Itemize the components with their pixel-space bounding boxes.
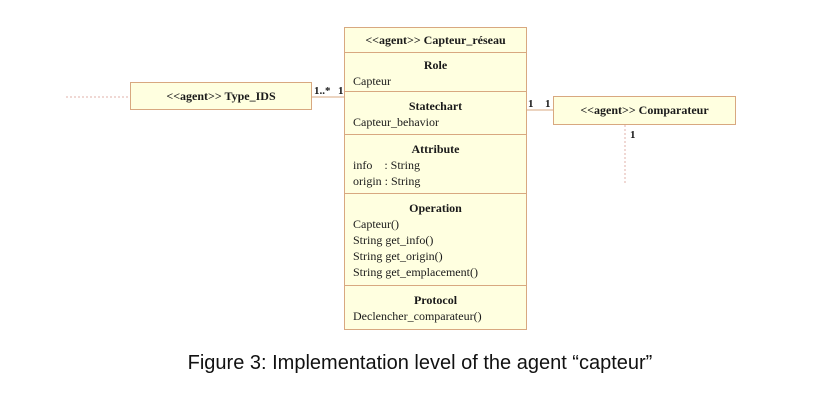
operation-section: Operation Capteur() String get_info() St… <box>345 193 526 285</box>
type-ids-class: <<agent>> Type_IDS <box>130 82 312 110</box>
multiplicity-bottom: 1 <box>630 129 636 141</box>
protocol-item: Declencher_comparateur() <box>353 309 482 323</box>
section-title-statechart: Statechart <box>408 99 463 113</box>
multiplicity-left-outer: 1..* <box>314 85 331 97</box>
statechart-value: Capteur_behavior <box>353 115 439 129</box>
comparateur-class: <<agent>> Comparateur <box>553 96 736 125</box>
section-title-attribute: Attribute <box>411 142 460 156</box>
figure-caption: Figure 3: Implementation level of the ag… <box>187 352 653 374</box>
multiplicity-left-inner: 1 <box>338 85 344 97</box>
operation-item: String get_info() <box>353 233 434 247</box>
section-title-protocol: Protocol <box>413 293 458 307</box>
attribute-section: Attribute info : String origin : String <box>345 134 526 193</box>
capteur-reseau-class: <<agent>> Capteur_réseau Role Capteur St… <box>344 27 527 330</box>
multiplicity-right-inner: 1 <box>528 98 534 110</box>
role-value: Capteur <box>353 74 391 88</box>
class-header: <<agent>> Capteur_réseau <box>365 33 506 47</box>
comparateur-label: <<agent>> Comparateur <box>580 103 709 117</box>
operation-item: String get_origin() <box>353 249 443 263</box>
attribute-origin: origin : String <box>353 174 421 188</box>
section-title-role: Role <box>423 58 448 72</box>
operation-item: Capteur() <box>353 217 399 231</box>
role-section: Role Capteur <box>345 52 526 91</box>
statechart-section: Statechart Capteur_behavior <box>345 91 526 134</box>
protocol-section: Protocol Declencher_comparateur() <box>345 285 526 330</box>
attribute-info: info : String <box>353 158 421 172</box>
operation-item: String get_emplacement() <box>353 265 478 279</box>
section-title-operation: Operation <box>409 201 462 215</box>
multiplicity-right-outer: 1 <box>545 98 551 110</box>
type-ids-label: <<agent>> Type_IDS <box>166 88 276 103</box>
